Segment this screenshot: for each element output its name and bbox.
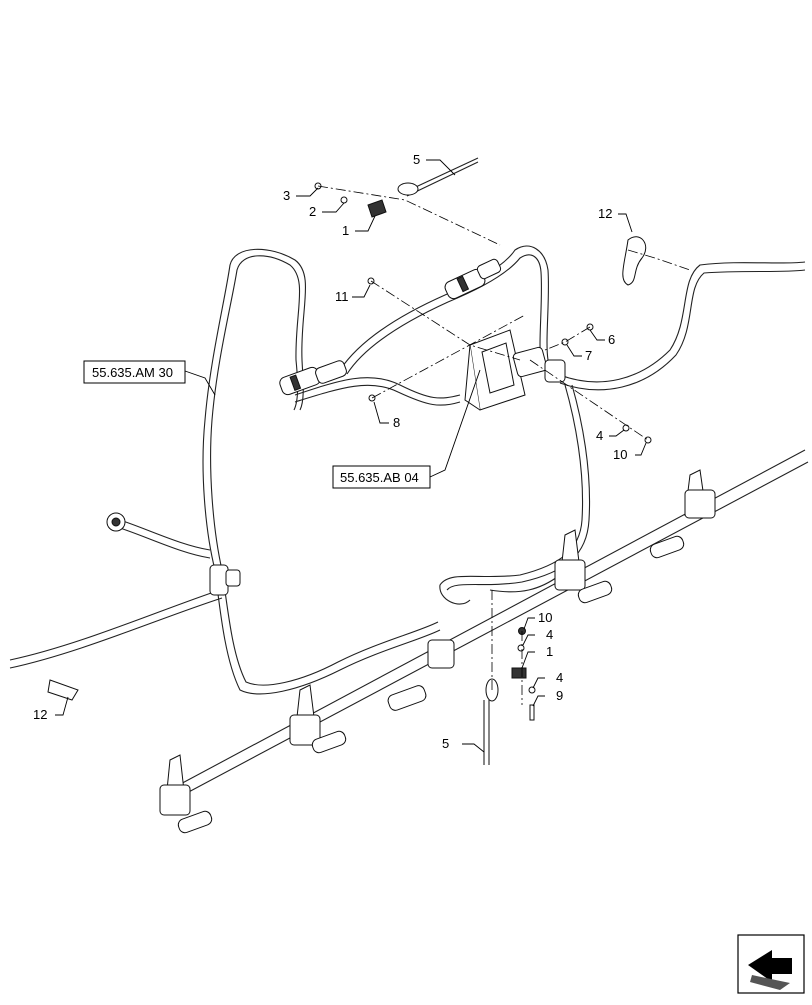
callout-3: 3 bbox=[283, 188, 290, 203]
reference-box-module[interactable]: 55.635.AB 04 bbox=[332, 465, 431, 489]
callout-12-left: 12 bbox=[33, 707, 47, 722]
callout-4-lower: 4 bbox=[556, 670, 563, 685]
callout-1-top: 1 bbox=[342, 223, 349, 238]
callout-5-top: 5 bbox=[413, 152, 420, 167]
clip-1-bottom bbox=[511, 667, 527, 679]
p-clip-12-left bbox=[47, 679, 79, 701]
nozzle-assembly-2 bbox=[289, 684, 347, 754]
control-module bbox=[464, 329, 566, 411]
washer-2 bbox=[340, 196, 348, 204]
cable-tie-top bbox=[397, 157, 479, 197]
inline-connector-left bbox=[279, 360, 347, 396]
callout-1-bottom: 1 bbox=[546, 644, 553, 659]
callout-12-right: 12 bbox=[598, 206, 612, 221]
washer-7 bbox=[561, 338, 569, 346]
nozzle-assembly-1 bbox=[159, 754, 213, 834]
left-extension-cable bbox=[9, 589, 223, 669]
callout-2: 2 bbox=[309, 204, 316, 219]
washer-4c bbox=[528, 686, 536, 694]
callout-5-bottom: 5 bbox=[442, 736, 449, 751]
callout-labels: 5 3 2 1 12 11 6 7 8 4 10 12 10 4 1 4 9 5 bbox=[33, 152, 627, 751]
callout-9: 9 bbox=[556, 688, 563, 703]
callout-6: 6 bbox=[608, 332, 615, 347]
reference-box-harness[interactable]: 55.635.AM 30 bbox=[83, 360, 186, 384]
callout-10-bottom: 10 bbox=[538, 610, 552, 625]
cable-tie-bottom bbox=[483, 678, 499, 765]
tee-junction bbox=[209, 564, 241, 596]
nozzle-assembly-4 bbox=[554, 529, 613, 604]
reference-harness-label: 55.635.AM 30 bbox=[92, 365, 173, 380]
callout-7: 7 bbox=[585, 348, 592, 363]
reference-module-label: 55.635.AB 04 bbox=[340, 470, 419, 485]
right-extension-cable bbox=[559, 261, 806, 391]
end-connector-left bbox=[106, 512, 126, 532]
leader-lines bbox=[55, 159, 647, 753]
nozzle-assembly-3 bbox=[387, 639, 455, 711]
inline-connector-top bbox=[444, 258, 502, 300]
alignment-lines bbox=[317, 185, 691, 705]
main-harness bbox=[119, 245, 591, 695]
callout-8: 8 bbox=[393, 415, 400, 430]
bolt-9 bbox=[529, 704, 535, 721]
orientation-arrow-icon bbox=[737, 934, 805, 994]
nut-10a bbox=[644, 436, 652, 444]
washer-4b bbox=[517, 644, 525, 652]
clip-1-top bbox=[367, 199, 387, 218]
callout-11: 11 bbox=[335, 289, 349, 304]
nozzle-assembly-5 bbox=[649, 469, 716, 559]
callout-10-mid: 10 bbox=[613, 447, 627, 462]
callout-4-bottom: 4 bbox=[546, 627, 553, 642]
p-clip-12-right bbox=[622, 236, 647, 286]
callout-4-mid: 4 bbox=[596, 428, 603, 443]
